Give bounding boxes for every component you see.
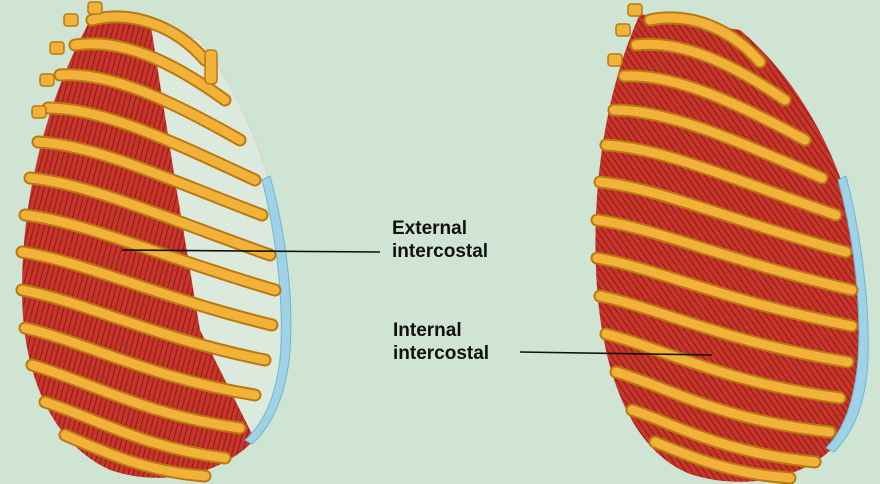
external-intercostal-label-line1: External: [392, 217, 488, 240]
external-intercostal-label: External intercostal: [392, 217, 488, 263]
internal-intercostal-label-line2: intercostal: [393, 342, 489, 365]
internal-intercostal-label: Internal intercostal: [393, 319, 489, 365]
internal-intercostal-label-line1: Internal: [393, 319, 489, 342]
external-intercostal-label-line2: intercostal: [392, 240, 488, 263]
